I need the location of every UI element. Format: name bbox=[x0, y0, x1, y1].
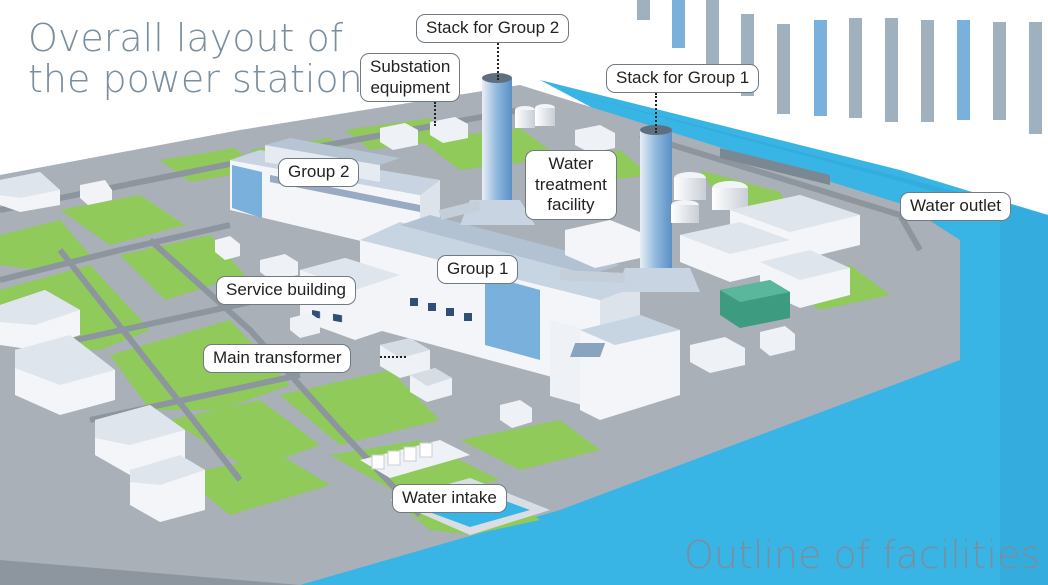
substation-leader bbox=[434, 102, 436, 126]
page-subtitle: Outline of facilities bbox=[684, 533, 1041, 577]
label-water-treatment-line-1: Water bbox=[548, 154, 594, 173]
label-group-1: Group 1 bbox=[437, 255, 519, 284]
label-stack-group-2: Stack for Group 2 bbox=[416, 14, 570, 43]
label-water-treatment-line-3: facility bbox=[547, 195, 595, 215]
label-main-transformer: Main transformer bbox=[203, 344, 352, 373]
page-title: Overall layout of the power station bbox=[28, 16, 363, 102]
left-warehouses bbox=[0, 172, 240, 522]
main-transformer-leader bbox=[380, 356, 406, 358]
label-water-treatment-facility: Water treatment facility bbox=[525, 150, 617, 221]
transformer-units bbox=[260, 254, 532, 428]
label-water-treatment-line-2: treatment bbox=[535, 174, 607, 194]
stack-group-2-leader bbox=[497, 40, 499, 80]
decorative-stripes bbox=[637, 0, 1042, 134]
label-substation-equipment: Substation equipment bbox=[360, 53, 461, 103]
page-title-line-1: Overall layout of bbox=[28, 16, 344, 60]
label-stack-group-1: Stack for Group 1 bbox=[606, 64, 760, 93]
page-title-line-2: the power station bbox=[28, 57, 363, 102]
water-treatment-tanks bbox=[515, 104, 748, 223]
stack-group-1 bbox=[615, 125, 700, 292]
label-group-2: Group 2 bbox=[278, 158, 360, 187]
flue-ducts bbox=[438, 200, 626, 283]
label-substation-line-2: equipment bbox=[370, 77, 450, 97]
label-substation-line-1: Substation bbox=[370, 57, 451, 76]
stack-group-1-leader bbox=[655, 93, 657, 133]
group-1-building bbox=[360, 215, 680, 420]
water-outlet-channel bbox=[720, 148, 830, 185]
right-side-buildings bbox=[380, 117, 860, 373]
label-water-outlet: Water outlet bbox=[900, 192, 1012, 221]
label-service-building: Service building bbox=[216, 276, 357, 305]
label-water-intake: Water intake bbox=[392, 484, 507, 513]
